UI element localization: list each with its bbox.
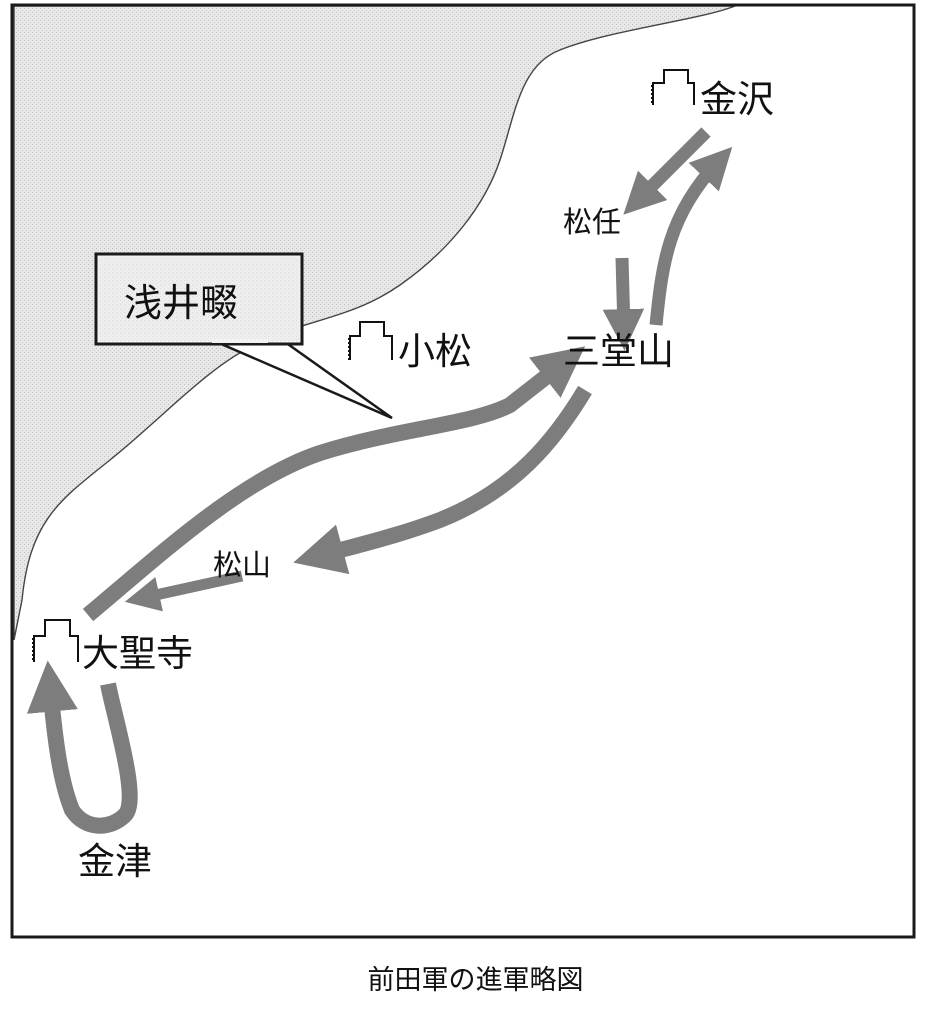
place-label-matsuyama: 松山 [213, 548, 271, 582]
castle-icon [651, 69, 695, 105]
place-label-sandozan: 三堂山 [563, 330, 674, 373]
arrow-matsuto-to-sandozan [602, 257, 645, 351]
map-caption: 前田軍の進軍略図 [367, 965, 584, 996]
arrow-matsuyama-to-daishoji [124, 570, 244, 612]
castle-icon [32, 619, 79, 662]
callout-label: 浅井畷 [124, 281, 238, 325]
place-label-kanazu: 金津 [78, 840, 152, 883]
arrow-daishoji-to-sandozan [82, 346, 586, 622]
arrow-kanazawa-to-matsuto [623, 127, 711, 215]
place-label-matsuto: 松任 [563, 205, 621, 239]
route-arrows [26, 127, 733, 834]
arrow-sandozan-to-kanazawa [649, 146, 733, 326]
castle-icon [348, 321, 393, 360]
place-label-daishoji: 大聖寺 [82, 632, 193, 675]
place-label-kanazawa: 金沢 [700, 78, 774, 121]
place-label-komatsu: 小松 [398, 330, 472, 373]
arrow-sandozan-to-matsuyama [293, 385, 592, 575]
sea-area [13, 5, 736, 641]
battle-callout: 浅井畷 [94, 252, 393, 420]
arrow-daishoji-to-kanazu-loop [26, 660, 138, 834]
map-frame [10, 3, 916, 939]
